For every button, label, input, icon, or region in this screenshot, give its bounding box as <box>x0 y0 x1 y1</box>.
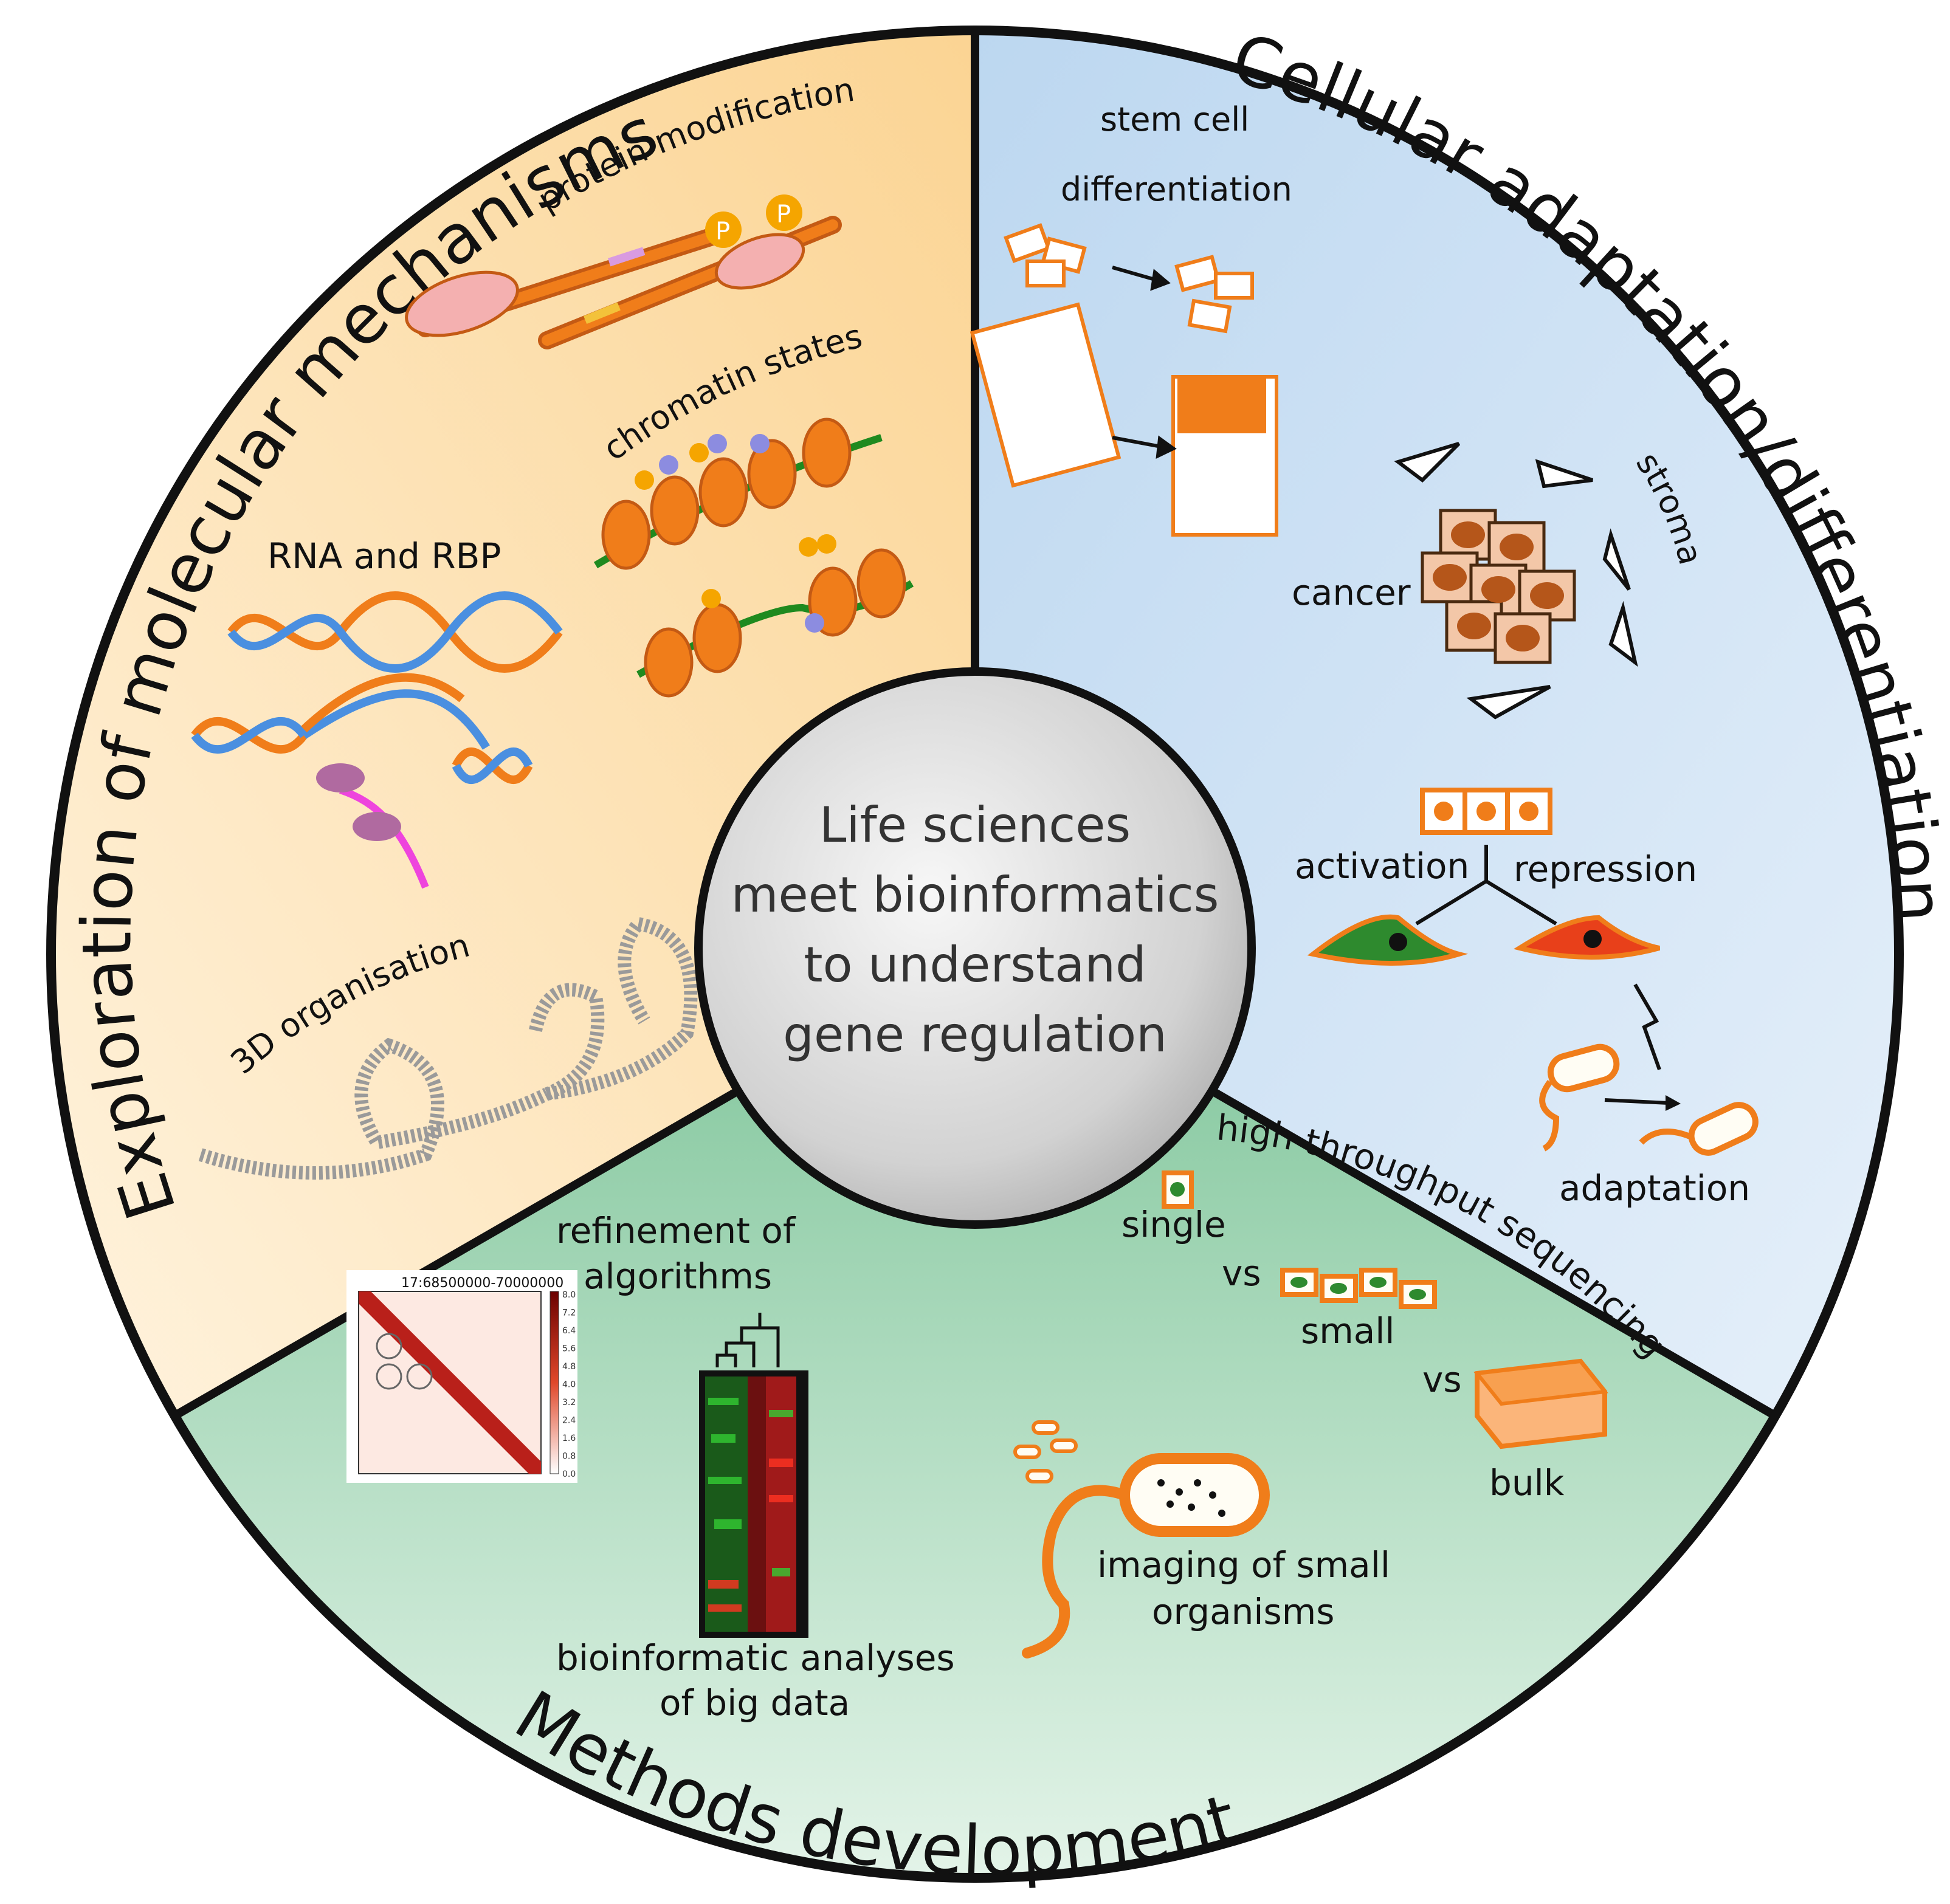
colorbar-tick-label: 0.0 <box>562 1469 576 1479</box>
refinement-label-line1: refinement of <box>556 1210 796 1251</box>
phospho-label-2: P <box>776 201 791 229</box>
rna-rbp-illustration <box>191 591 563 889</box>
colorbar-tick-label: 0.8 <box>562 1452 576 1462</box>
sector-methods <box>170 954 1780 1878</box>
vs-label-1: vs <box>1222 1253 1261 1294</box>
stem-cell-label-line2: differentiation <box>1061 170 1292 208</box>
stem-cell-arrows <box>1112 266 1177 459</box>
small-organism-illustration <box>1013 1420 1270 1658</box>
repression-label: repression <box>1514 848 1697 890</box>
sequencing-samples-illustration <box>1162 1170 1608 1449</box>
center-text: Life sciences meet bioinformatics to und… <box>731 797 1219 1063</box>
activation-label: activation <box>1295 845 1469 887</box>
heatmap-title: 17:68500000-70000000 <box>401 1276 563 1291</box>
center-line-4: gene regulation <box>783 1006 1167 1063</box>
protein-modification-illustration: P P <box>405 194 842 349</box>
rna-rbp-label: RNA and RBP <box>267 535 501 577</box>
clustered-heatmap <box>699 1313 808 1638</box>
imaging-label-line2: organisms <box>1152 1591 1334 1632</box>
activation-repression-illustration <box>1307 788 1661 966</box>
cancer-illustration <box>1394 442 1638 720</box>
center-line-3: to understand <box>804 937 1146 993</box>
refinement-label-line2: algorithms <box>584 1256 772 1297</box>
colorbar-tick-label: 5.6 <box>562 1344 576 1354</box>
colorbar-tick-label: 7.2 <box>562 1308 576 1318</box>
cancer-label: cancer <box>1292 572 1411 613</box>
bulk-label: bulk <box>1489 1462 1565 1504</box>
vs-label-2: vs <box>1422 1359 1462 1400</box>
stem-cell-label-line1: stem cell <box>1100 100 1249 139</box>
small-label: small <box>1301 1310 1395 1352</box>
colorbar-tick-label: 3.2 <box>562 1398 576 1407</box>
center-line-2: meet bioinformatics <box>731 867 1219 923</box>
colorbar-tick-label: 4.8 <box>562 1362 576 1372</box>
chromatin-illustration <box>593 418 914 698</box>
3d-organisation-illustration <box>198 916 698 1180</box>
colorbar-tick-label: 2.4 <box>562 1416 576 1426</box>
colorbar-tick-label: 8.0 <box>562 1290 576 1300</box>
hic-heatmap-panel: 17:68500000-70000000 <box>346 1270 577 1483</box>
imaging-label-line1: imaging of small <box>1097 1544 1390 1586</box>
phospho-label-1: P <box>715 218 730 246</box>
colorbar-tick-label: 6.4 <box>562 1326 576 1336</box>
bacteria-adaptation-illustration <box>1539 983 1759 1156</box>
stem-cell-illustration <box>970 223 1278 537</box>
adaptation-label: adaptation <box>1559 1167 1750 1209</box>
center-circle <box>694 667 1256 1229</box>
outer-ring <box>46 26 1904 1883</box>
bioinfo-label-line2: of big data <box>660 1682 850 1724</box>
center-line-1: Life sciences <box>819 797 1131 853</box>
colorbar-tick-label: 1.6 <box>562 1434 576 1443</box>
single-label: single <box>1121 1204 1226 1245</box>
bioinfo-label-line1: bioinformatic analyses <box>556 1637 955 1679</box>
colorbar-tick-label: 4.0 <box>562 1380 576 1390</box>
